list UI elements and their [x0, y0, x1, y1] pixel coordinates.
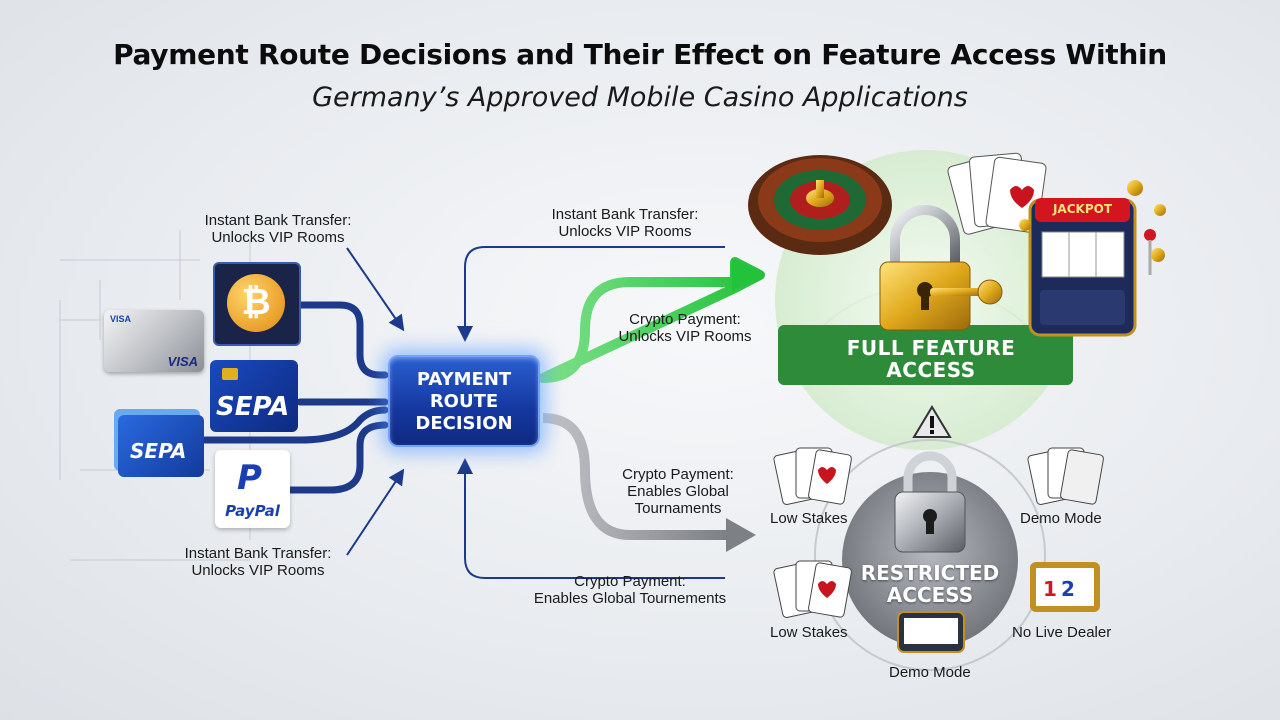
- jackpot-label: JACKPOT: [1052, 202, 1113, 216]
- label-right-bottom-line1: Crypto Payment:: [574, 573, 686, 590]
- low-stakes-cards-icon: [773, 447, 852, 505]
- label-right-top-line2: Unlocks VIP Rooms: [558, 223, 692, 240]
- label-right-crypto-line1: Crypto Payment:: [629, 311, 741, 328]
- padlock-gold-icon: [879, 205, 971, 331]
- full-access-line2: ACCESS: [886, 358, 976, 382]
- full-access-title: FULL FEATURE ACCESS: [806, 337, 1056, 381]
- full-access-line1: FULL FEATURE: [846, 336, 1016, 360]
- label-right-mid: Crypto Payment: Enables Global Tournamen…: [598, 466, 758, 517]
- restricted-access-arrow: [542, 413, 728, 540]
- label-right-bottom-line2: Enables Global Tournements: [533, 590, 727, 607]
- label-right-crypto-line2: Unlocks VIP Rooms: [618, 328, 752, 345]
- center-line-3: DECISION: [415, 413, 513, 434]
- low-stakes-cards-icon-2: [773, 560, 852, 618]
- sepa-card-label: SEPA: [216, 392, 290, 422]
- key-icon: [930, 279, 1003, 305]
- label-right-mid-line2: Enables Global: [627, 483, 729, 500]
- visa-card-icon: VISA VISA: [104, 310, 204, 372]
- svg-text:2: 2: [1061, 577, 1075, 601]
- visa-label: VISA: [167, 354, 198, 369]
- slot-machine-icon: [1028, 198, 1156, 337]
- full-access-banner: [778, 325, 1073, 385]
- label-left-bottom: Instant Bank Transfer: Unlocks VIP Rooms: [168, 545, 348, 579]
- payment-route-decision-box: PAYMENT ROUTE DECISION: [388, 355, 540, 447]
- label-left-top-line2: Unlocks VIP Rooms: [211, 229, 345, 246]
- feature-no-live-dealer: No Live Dealer: [1012, 624, 1112, 641]
- label-left-bottom-line1: Instant Bank Transfer:: [184, 545, 332, 562]
- restricted-access-line1: RESTRICTED: [860, 561, 1000, 585]
- sepa-card-icon: SEPA: [210, 360, 298, 432]
- label-arrows: [346, 246, 725, 579]
- restricted-access-region: [842, 472, 1018, 648]
- bitcoin-icon: ₿: [213, 262, 301, 346]
- paypal-label: PayPal: [225, 502, 280, 520]
- full-access-arrowhead: [732, 258, 762, 292]
- label-left-bottom-line2: Unlocks VIP Rooms: [191, 562, 325, 579]
- label-left-top: Instant Bank Transfer: Unlocks VIP Rooms: [188, 212, 368, 246]
- label-right-top: Instant Bank Transfer: Unlocks VIP Rooms: [535, 206, 715, 240]
- label-left-top-line1: Instant Bank Transfer:: [204, 212, 352, 229]
- full-access-arrow: [538, 257, 765, 383]
- svg-text:1: 1: [1043, 577, 1057, 601]
- label-right-mid-line1: Crypto Payment:: [622, 466, 734, 483]
- page-title: Payment Route Decisions and Their Effect…: [113, 38, 1167, 71]
- label-right-crypto: Crypto Payment: Unlocks VIP Rooms: [600, 311, 770, 345]
- label-right-bottom: Crypto Payment: Enables Global Tournemen…: [520, 573, 740, 607]
- restricted-access-line2: ACCESS: [886, 583, 974, 607]
- roulette-icon: [748, 155, 892, 255]
- feature-demo-mode-2: Demo Mode: [889, 664, 971, 681]
- center-line-1: PAYMENT: [416, 369, 512, 390]
- sepa-wallet-icon: SEPA: [118, 415, 204, 477]
- restricted-access-arrowhead: [726, 518, 756, 552]
- label-right-top-line1: Instant Bank Transfer:: [551, 206, 699, 223]
- visa-small-label: VISA: [110, 314, 132, 324]
- restricted-ring: [814, 439, 1046, 671]
- label-right-mid-line3: Tournaments: [634, 500, 722, 517]
- center-line-2: ROUTE: [429, 391, 499, 412]
- feature-demo-mode-1: Demo Mode: [1020, 510, 1102, 527]
- warning-icon: [912, 405, 952, 438]
- demo-mode-cards-icon: [1027, 447, 1104, 505]
- gold-coins: [1019, 180, 1166, 262]
- restricted-access-title: RESTRICTED ACCESS: [850, 562, 1010, 606]
- feature-low-stakes-1: Low Stakes: [770, 510, 848, 527]
- sepa-wallet-label: SEPA: [130, 439, 187, 463]
- padlock-silver-icon: [894, 451, 966, 553]
- slot-reels-icon: 1 2: [1030, 562, 1100, 612]
- page-subtitle: Germany’s Approved Mobile Casino Applica…: [312, 82, 968, 113]
- demo-slot-icon: [897, 611, 965, 653]
- payment-connectors: [201, 301, 389, 494]
- paypal-icon: P PayPal: [215, 450, 290, 528]
- feature-low-stakes-2: Low Stakes: [770, 624, 848, 641]
